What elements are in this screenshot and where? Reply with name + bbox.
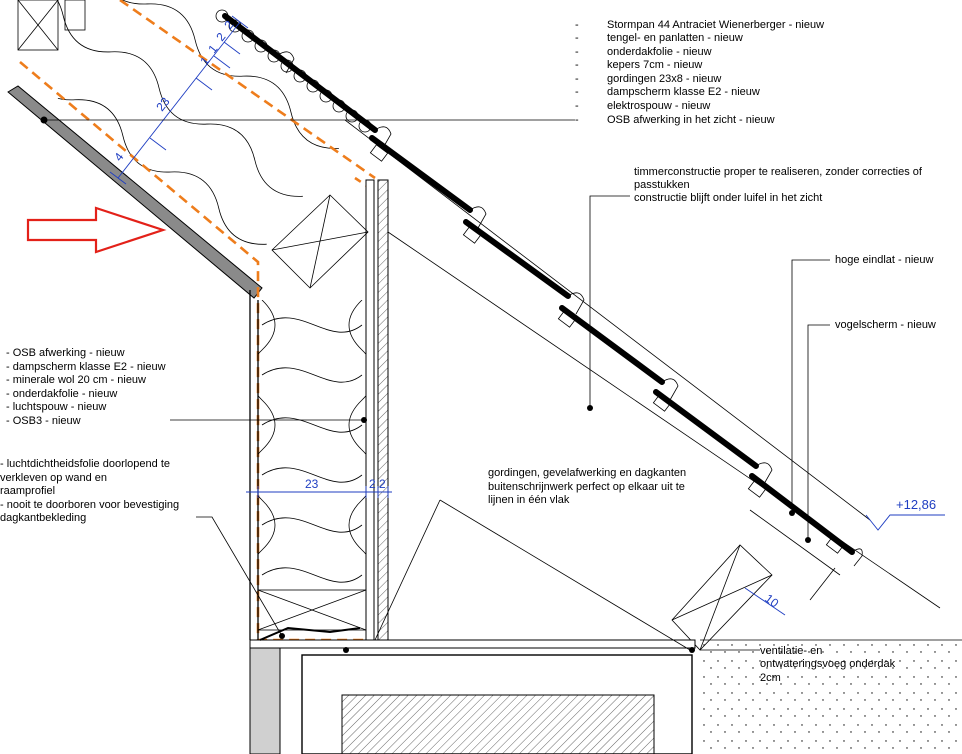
gording-note-line: lijnen in één vlak	[488, 494, 570, 506]
vapour-barrier-top	[119, 0, 376, 180]
folie-note: - luchtdichtheidsfolie doorlopend te ver…	[0, 458, 179, 524]
roof-label: Stormpan 44 Antraciet Wienerberger - nie…	[607, 19, 824, 31]
folie-note-line: verkleven op wand en	[0, 472, 107, 484]
folie-note-line: - luchtdichtheidsfolie doorlopend te	[0, 458, 170, 470]
wall-dimension-lines: 23 2 2	[246, 477, 392, 498]
roof-label: dampscherm klasse E2 - nieuw	[607, 86, 760, 98]
leader-lines	[44, 119, 830, 651]
folie-note-line: - nooit te doorboren voor bevestiging	[0, 499, 179, 511]
roof-bullet: -	[575, 86, 579, 98]
roof-bullet: -	[575, 59, 579, 71]
dim-wall-cavity-2: 2	[379, 477, 386, 491]
roof-insulation	[40, 0, 376, 280]
dim-roof-osb: 4	[111, 150, 126, 164]
roof-label: OSB afwerking in het zicht - nieuw	[607, 114, 775, 126]
dim-wall-cavity: 2	[369, 477, 376, 491]
ventilatie-note: ventilatie- en ontwateringsvoeg onderdak…	[760, 645, 896, 684]
dim-beam: 10	[762, 591, 781, 610]
roof-label: kepers 7cm - nieuw	[607, 59, 702, 71]
dim-roof-lath-b: 1	[205, 42, 220, 56]
roof-material-list: - - - - - - - - Stormpan 44 Antraciet Wi…	[575, 19, 824, 126]
wall-label: - OSB3 - nieuw	[6, 415, 81, 427]
timber-note-line: constructie blijft onder luifel in het z…	[634, 192, 822, 204]
timber-note: timmerconstructie proper te realiseren, …	[634, 166, 923, 204]
ventilatie-note-line: 2cm	[760, 672, 781, 684]
timber-note-line: passtukken	[634, 179, 690, 191]
folie-note-line: dagkantbekleding	[0, 512, 86, 524]
gording-note-line: buitenschrijnwerk perfect op elkaar uit …	[488, 481, 685, 493]
gording-note: gordingen, gevelafwerking en dagkanten b…	[488, 467, 686, 506]
roof-label: gordingen 23x8 - nieuw	[607, 73, 721, 85]
level-marker: +12,86	[865, 497, 945, 531]
roof-bullet: -	[575, 46, 579, 58]
eindlat-label: hoge eindlat - nieuw	[835, 254, 934, 266]
beam-dimension: 10	[744, 587, 786, 616]
wall-label: - onderdakfolie - nieuw	[6, 388, 117, 400]
roof-tiles	[222, 13, 941, 609]
exterior-finish	[700, 639, 962, 754]
gording-note-line: gordingen, gevelafwerking en dagkanten	[488, 467, 686, 479]
wall-label: - minerale wol 20 cm - nieuw	[6, 374, 146, 386]
roof-label: tengel- en panlatten - nieuw	[607, 32, 743, 44]
wall-material-list: - OSB afwerking - nieuw - dampscherm kla…	[6, 347, 166, 427]
roof-bullet: -	[575, 114, 579, 126]
timber-note-line: timmerconstructie proper te realiseren, …	[634, 166, 923, 178]
level-label: +12,86	[896, 497, 936, 512]
roof-osb-board	[7, 85, 263, 299]
roof-bullet: -	[575, 19, 579, 31]
ventilatie-note-line: ontwateringsvoeg onderdak	[760, 658, 896, 670]
roof-bullet: -	[575, 73, 579, 85]
roof-label: elektrospouw - nieuw	[607, 100, 710, 112]
wall-label: - luchtspouw - nieuw	[6, 401, 106, 413]
dim-roof-lath-a: 1	[197, 54, 212, 68]
top-left-cross-box	[17, 0, 86, 51]
dim-roof-lath-c: 2	[213, 30, 228, 44]
roof-bullet: -	[575, 32, 579, 44]
roof-label: onderdakfolie - nieuw	[607, 46, 712, 58]
wall-label: - OSB afwerking - nieuw	[6, 347, 125, 359]
dim-wall-insulation: 23	[305, 477, 319, 491]
vogelscherm-label: vogelscherm - nieuw	[835, 319, 936, 331]
eave-beam	[671, 544, 773, 651]
window-frame	[249, 626, 696, 754]
roof-bullet: -	[575, 100, 579, 112]
folie-note-line: raamprofiel	[0, 485, 55, 497]
gording-top	[271, 194, 369, 289]
wall-label: - dampscherm klasse E2 - nieuw	[6, 361, 166, 373]
red-arrow-icon	[26, 206, 167, 254]
ventilatie-note-line: ventilatie- en	[760, 645, 822, 657]
